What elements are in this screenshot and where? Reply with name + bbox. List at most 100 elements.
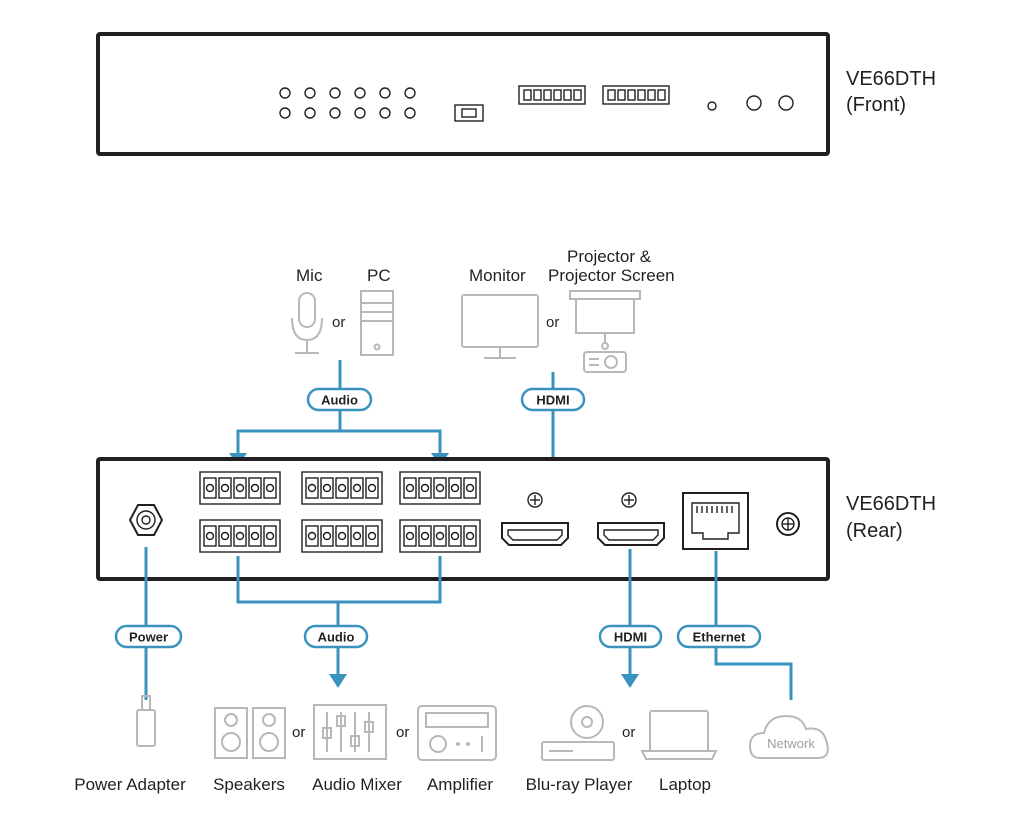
or-label-mixer-amplifier: or xyxy=(396,724,409,741)
terminal-pin xyxy=(350,477,364,499)
or-label-bluray-laptop: or xyxy=(622,724,635,741)
terminal-block xyxy=(399,471,481,505)
terminal-pin xyxy=(203,525,217,547)
ethernet-port xyxy=(682,492,749,550)
terminal-pin xyxy=(218,525,232,547)
or-label-monitor-projector: or xyxy=(546,314,559,331)
dip-switch-cell xyxy=(617,89,626,101)
front-led xyxy=(329,107,341,119)
or-label-mic-pc: or xyxy=(332,314,345,331)
terminal-pin xyxy=(218,477,232,499)
svg-text:Ethernet: Ethernet xyxy=(693,630,746,645)
bluray-player-label: Blu-ray Player xyxy=(526,775,633,794)
hdmi-port-out xyxy=(597,492,665,546)
terminal-pin xyxy=(335,477,349,499)
terminal-pin xyxy=(203,477,217,499)
front-dip-switch-2 xyxy=(602,85,670,105)
terminal-pin xyxy=(335,525,349,547)
terminal-block xyxy=(199,519,281,553)
monitor-label: Monitor xyxy=(469,266,526,285)
terminal-pin xyxy=(233,525,247,547)
pill-ethernet: Ethernet xyxy=(676,624,762,649)
front-led xyxy=(379,107,391,119)
front-model-label: VE66DTH xyxy=(846,68,936,90)
front-led xyxy=(279,107,291,119)
pill-power: Power xyxy=(114,624,183,649)
amplifier-label: Amplifier xyxy=(427,775,493,794)
terminal-block xyxy=(301,471,383,505)
rear-model-label: VE66DTH xyxy=(846,493,936,515)
front-panel xyxy=(96,32,830,156)
speakers-label: Speakers xyxy=(213,775,285,794)
pill-hdmi-bottom: HDMI xyxy=(598,624,663,649)
front-led xyxy=(379,87,391,99)
terminal-pin xyxy=(433,525,447,547)
front-led xyxy=(304,87,316,99)
dip-switch-cell xyxy=(657,89,666,101)
bluray-player-icon xyxy=(541,705,615,761)
rear-panel xyxy=(96,457,830,581)
dip-switch-cell xyxy=(543,89,552,101)
front-button-1 xyxy=(746,95,762,111)
terminal-pin xyxy=(448,525,462,547)
power-adapter-label: Power Adapter xyxy=(74,775,186,794)
front-led xyxy=(329,87,341,99)
front-led xyxy=(304,107,316,119)
dip-switch-cell xyxy=(607,89,616,101)
audio-terminal-blocks xyxy=(199,471,481,553)
terminal-pin xyxy=(418,525,432,547)
terminal-pin xyxy=(418,477,432,499)
terminal-pin xyxy=(248,525,262,547)
projector-label-line2: Projector Screen xyxy=(548,266,675,285)
mic-label: Mic xyxy=(296,266,323,285)
laptop-icon xyxy=(640,710,718,760)
dip-switch-cell xyxy=(553,89,562,101)
terminal-pin xyxy=(403,477,417,499)
mic-icon xyxy=(291,292,323,354)
front-led xyxy=(404,107,416,119)
terminal-pin xyxy=(463,477,477,499)
terminal-pin xyxy=(233,477,247,499)
monitor-icon xyxy=(461,294,539,359)
pill-audio-top: Audio xyxy=(306,387,373,412)
svg-text:Audio: Audio xyxy=(318,630,355,645)
terminal-block xyxy=(199,471,281,505)
svg-text:HDMI: HDMI xyxy=(614,630,647,645)
terminal-pin xyxy=(463,525,477,547)
power-adapter-icon xyxy=(136,695,156,747)
front-led-array xyxy=(279,87,416,119)
pc-label: PC xyxy=(367,266,391,285)
terminal-pin xyxy=(263,477,277,499)
dip-switch-cell xyxy=(523,89,532,101)
terminal-pin xyxy=(448,477,462,499)
dip-switch-cell xyxy=(647,89,656,101)
audio-mixer-label: Audio Mixer xyxy=(312,775,402,794)
rear-side-label: (Rear) xyxy=(846,520,903,542)
terminal-block xyxy=(301,519,383,553)
terminal-pin xyxy=(305,525,319,547)
network-label: Network xyxy=(767,736,815,751)
front-led xyxy=(354,87,366,99)
terminal-pin xyxy=(248,477,262,499)
dip-switch-cell xyxy=(637,89,646,101)
power-jack xyxy=(128,504,164,536)
dip-switch-cell xyxy=(533,89,542,101)
pill-audio-bottom: Audio xyxy=(303,624,369,649)
terminal-pin xyxy=(403,525,417,547)
network-cloud-icon xyxy=(748,714,829,759)
dip-switch-cell xyxy=(563,89,572,101)
projector-label-line1: Projector & xyxy=(567,247,652,266)
projector-screen-icon xyxy=(569,290,641,373)
laptop-label: Laptop xyxy=(659,775,711,794)
audio-mixer-icon xyxy=(313,704,387,760)
dip-switch-cell xyxy=(627,89,636,101)
front-button-2 xyxy=(778,95,794,111)
ground-screw xyxy=(776,512,800,536)
front-dip-switch-1 xyxy=(518,85,586,105)
hdmi-port-in xyxy=(501,492,569,546)
terminal-pin xyxy=(433,477,447,499)
terminal-pin xyxy=(263,525,277,547)
svg-text:Audio: Audio xyxy=(321,393,358,408)
front-led xyxy=(279,87,291,99)
